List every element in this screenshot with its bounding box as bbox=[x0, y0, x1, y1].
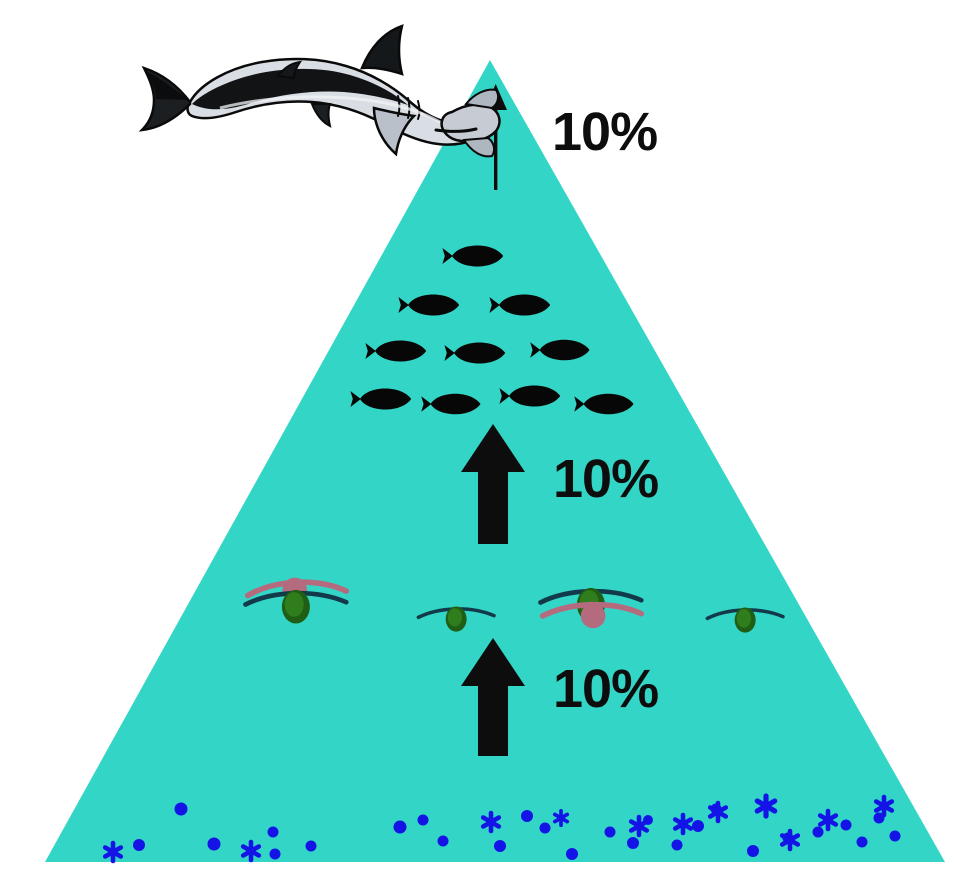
phytoplankton-level bbox=[105, 796, 901, 861]
copepod-icon bbox=[540, 588, 645, 629]
energy-transfer-label-bottom: 10% bbox=[553, 659, 659, 719]
energy-transfer-label-top: 10% bbox=[552, 102, 658, 162]
copepod-icon bbox=[245, 577, 350, 624]
energy-arrow-middle bbox=[461, 424, 525, 544]
energy-arrow-bottom bbox=[461, 638, 525, 756]
zooplankton-level bbox=[245, 577, 785, 635]
energy-transfer-label-middle: 10% bbox=[553, 449, 659, 509]
shark-icon bbox=[138, 24, 501, 158]
